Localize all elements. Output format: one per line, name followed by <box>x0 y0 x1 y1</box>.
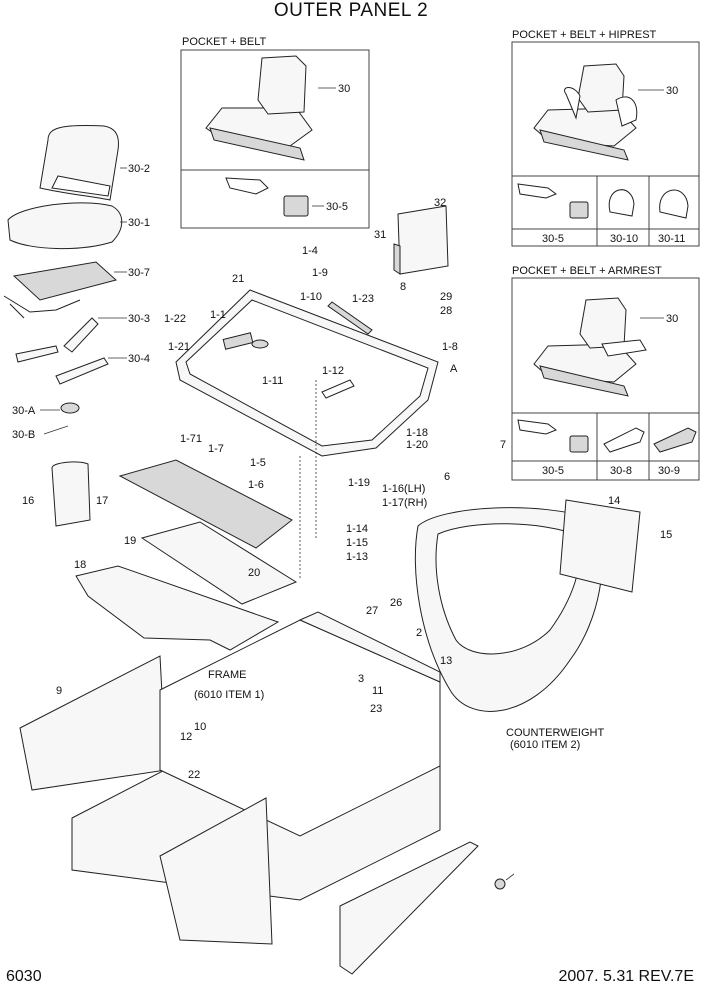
inset-label: POCKET + BELT <box>182 36 267 48</box>
callout-30-c: 30 <box>666 313 678 325</box>
callout: 1-12 <box>322 365 344 377</box>
callout: 30-3 <box>128 313 150 325</box>
callout: 27 <box>366 605 378 617</box>
callout: 30-2 <box>128 163 150 175</box>
seat-exploded: 30-2 30-1 30-7 30-3 30-4 30-A 30-B <box>3 125 150 441</box>
callout: 1-22 <box>164 313 186 325</box>
callout: 19 <box>124 535 136 547</box>
callout: 1-16(LH) <box>382 483 425 495</box>
callout: 16 <box>22 495 34 507</box>
callout: 26 <box>390 597 402 609</box>
callout: 1-11 <box>262 375 283 387</box>
callout: 20 <box>248 567 260 579</box>
callout: 1-14 <box>346 523 368 535</box>
callout-30-a: 30 <box>338 83 350 95</box>
callout: 7 <box>500 439 506 451</box>
note: FRAME <box>208 669 247 681</box>
callout-30-9: 30-9 <box>658 465 680 477</box>
callout: 30-7 <box>128 267 150 279</box>
callout: 1-23 <box>352 293 374 305</box>
note: (6010 ITEM 2) <box>510 739 580 751</box>
note: COUNTERWEIGHT <box>506 727 604 739</box>
callout: 1-18 <box>406 427 428 439</box>
callout: 1-4 <box>302 245 318 257</box>
callout: 11 <box>372 685 383 697</box>
note: (6010 ITEM 1) <box>194 689 264 701</box>
callout: 30-A <box>12 405 36 417</box>
callout: 30-1 <box>128 217 150 229</box>
callout: 12 <box>180 731 192 743</box>
callout-30-10: 30-10 <box>610 233 638 245</box>
callout: 23 <box>370 703 382 715</box>
callout: 1-1 <box>210 309 226 321</box>
callout: 29 <box>440 291 452 303</box>
page-title: OUTER PANEL 2 <box>273 0 429 21</box>
callout: 1-19 <box>348 477 370 489</box>
callout: 1-21 <box>168 341 190 353</box>
callout: 30-B <box>12 429 35 441</box>
outer-panel: 1-4 1-9 21 1-10 1-23 1-22 1-1 1-21 1-11 … <box>164 245 458 580</box>
callout-30-5-a: 30-5 <box>326 201 348 213</box>
inset-label: POCKET + BELT + HIPREST <box>512 29 657 41</box>
callout: 2 <box>416 627 422 639</box>
callout: A <box>450 363 458 375</box>
callout: 1-17(RH) <box>382 497 427 509</box>
callout: 17 <box>96 495 108 507</box>
callout: 1-7 <box>208 443 224 455</box>
counterweight: 14 15 COUNTERWEIGHT (6010 ITEM 2) <box>414 495 672 751</box>
callout: 1-10 <box>300 291 322 303</box>
inset-pocket-belt-armrest: POCKET + BELT + ARMREST 30 30-5 30-8 30-… <box>511 265 700 481</box>
callout: 1-6 <box>248 479 264 491</box>
inset-label: POCKET + BELT + ARMREST <box>512 265 662 277</box>
callout-30-b: 30 <box>666 85 678 97</box>
callout: 1-5 <box>250 457 266 469</box>
callout: 30-4 <box>128 353 150 365</box>
callout: 31 <box>374 229 386 241</box>
callout: 9 <box>56 685 62 697</box>
callout: 1-71 <box>180 433 202 445</box>
callout: 8 <box>400 281 406 293</box>
callout: 32 <box>434 197 446 209</box>
callout: 14 <box>608 495 620 507</box>
callout: 21 <box>232 273 244 285</box>
callout: 6 <box>444 471 450 483</box>
callout: 22 <box>188 769 200 781</box>
callout: 1-13 <box>346 551 368 563</box>
callout-30-11: 30-11 <box>658 233 685 245</box>
callout-30-5-c: 30-5 <box>542 465 564 477</box>
page-number: 6030 <box>6 968 42 985</box>
callout: 1-9 <box>312 267 328 279</box>
callout: 10 <box>194 721 206 733</box>
frame: FRAME (6010 ITEM 1) 27 26 2 13 3 11 23 9… <box>19 597 515 975</box>
callout-30-8: 30-8 <box>610 465 632 477</box>
callout: 15 <box>660 529 672 541</box>
callout: 28 <box>440 305 452 317</box>
inset-pocket-belt: POCKET + BELT 30 30-5 <box>180 36 370 229</box>
callout: 3 <box>358 673 364 685</box>
callout: 1-8 <box>442 341 458 353</box>
inset-pocket-belt-hiprest: POCKET + BELT + HIPREST 30 30-5 30-10 30… <box>511 29 700 247</box>
callout: 13 <box>440 655 452 667</box>
callout: 18 <box>74 559 86 571</box>
revision-date: 2007. 5.31 REV.7E <box>558 968 694 985</box>
floor-mat: 16 17 19 20 18 <box>22 459 298 651</box>
callout-30-5-b: 30-5 <box>542 233 564 245</box>
bracket-31: 31 32 8 29 28 6 7 <box>374 197 506 483</box>
callout: 1-20 <box>406 439 428 451</box>
callout: 1-15 <box>346 537 368 549</box>
